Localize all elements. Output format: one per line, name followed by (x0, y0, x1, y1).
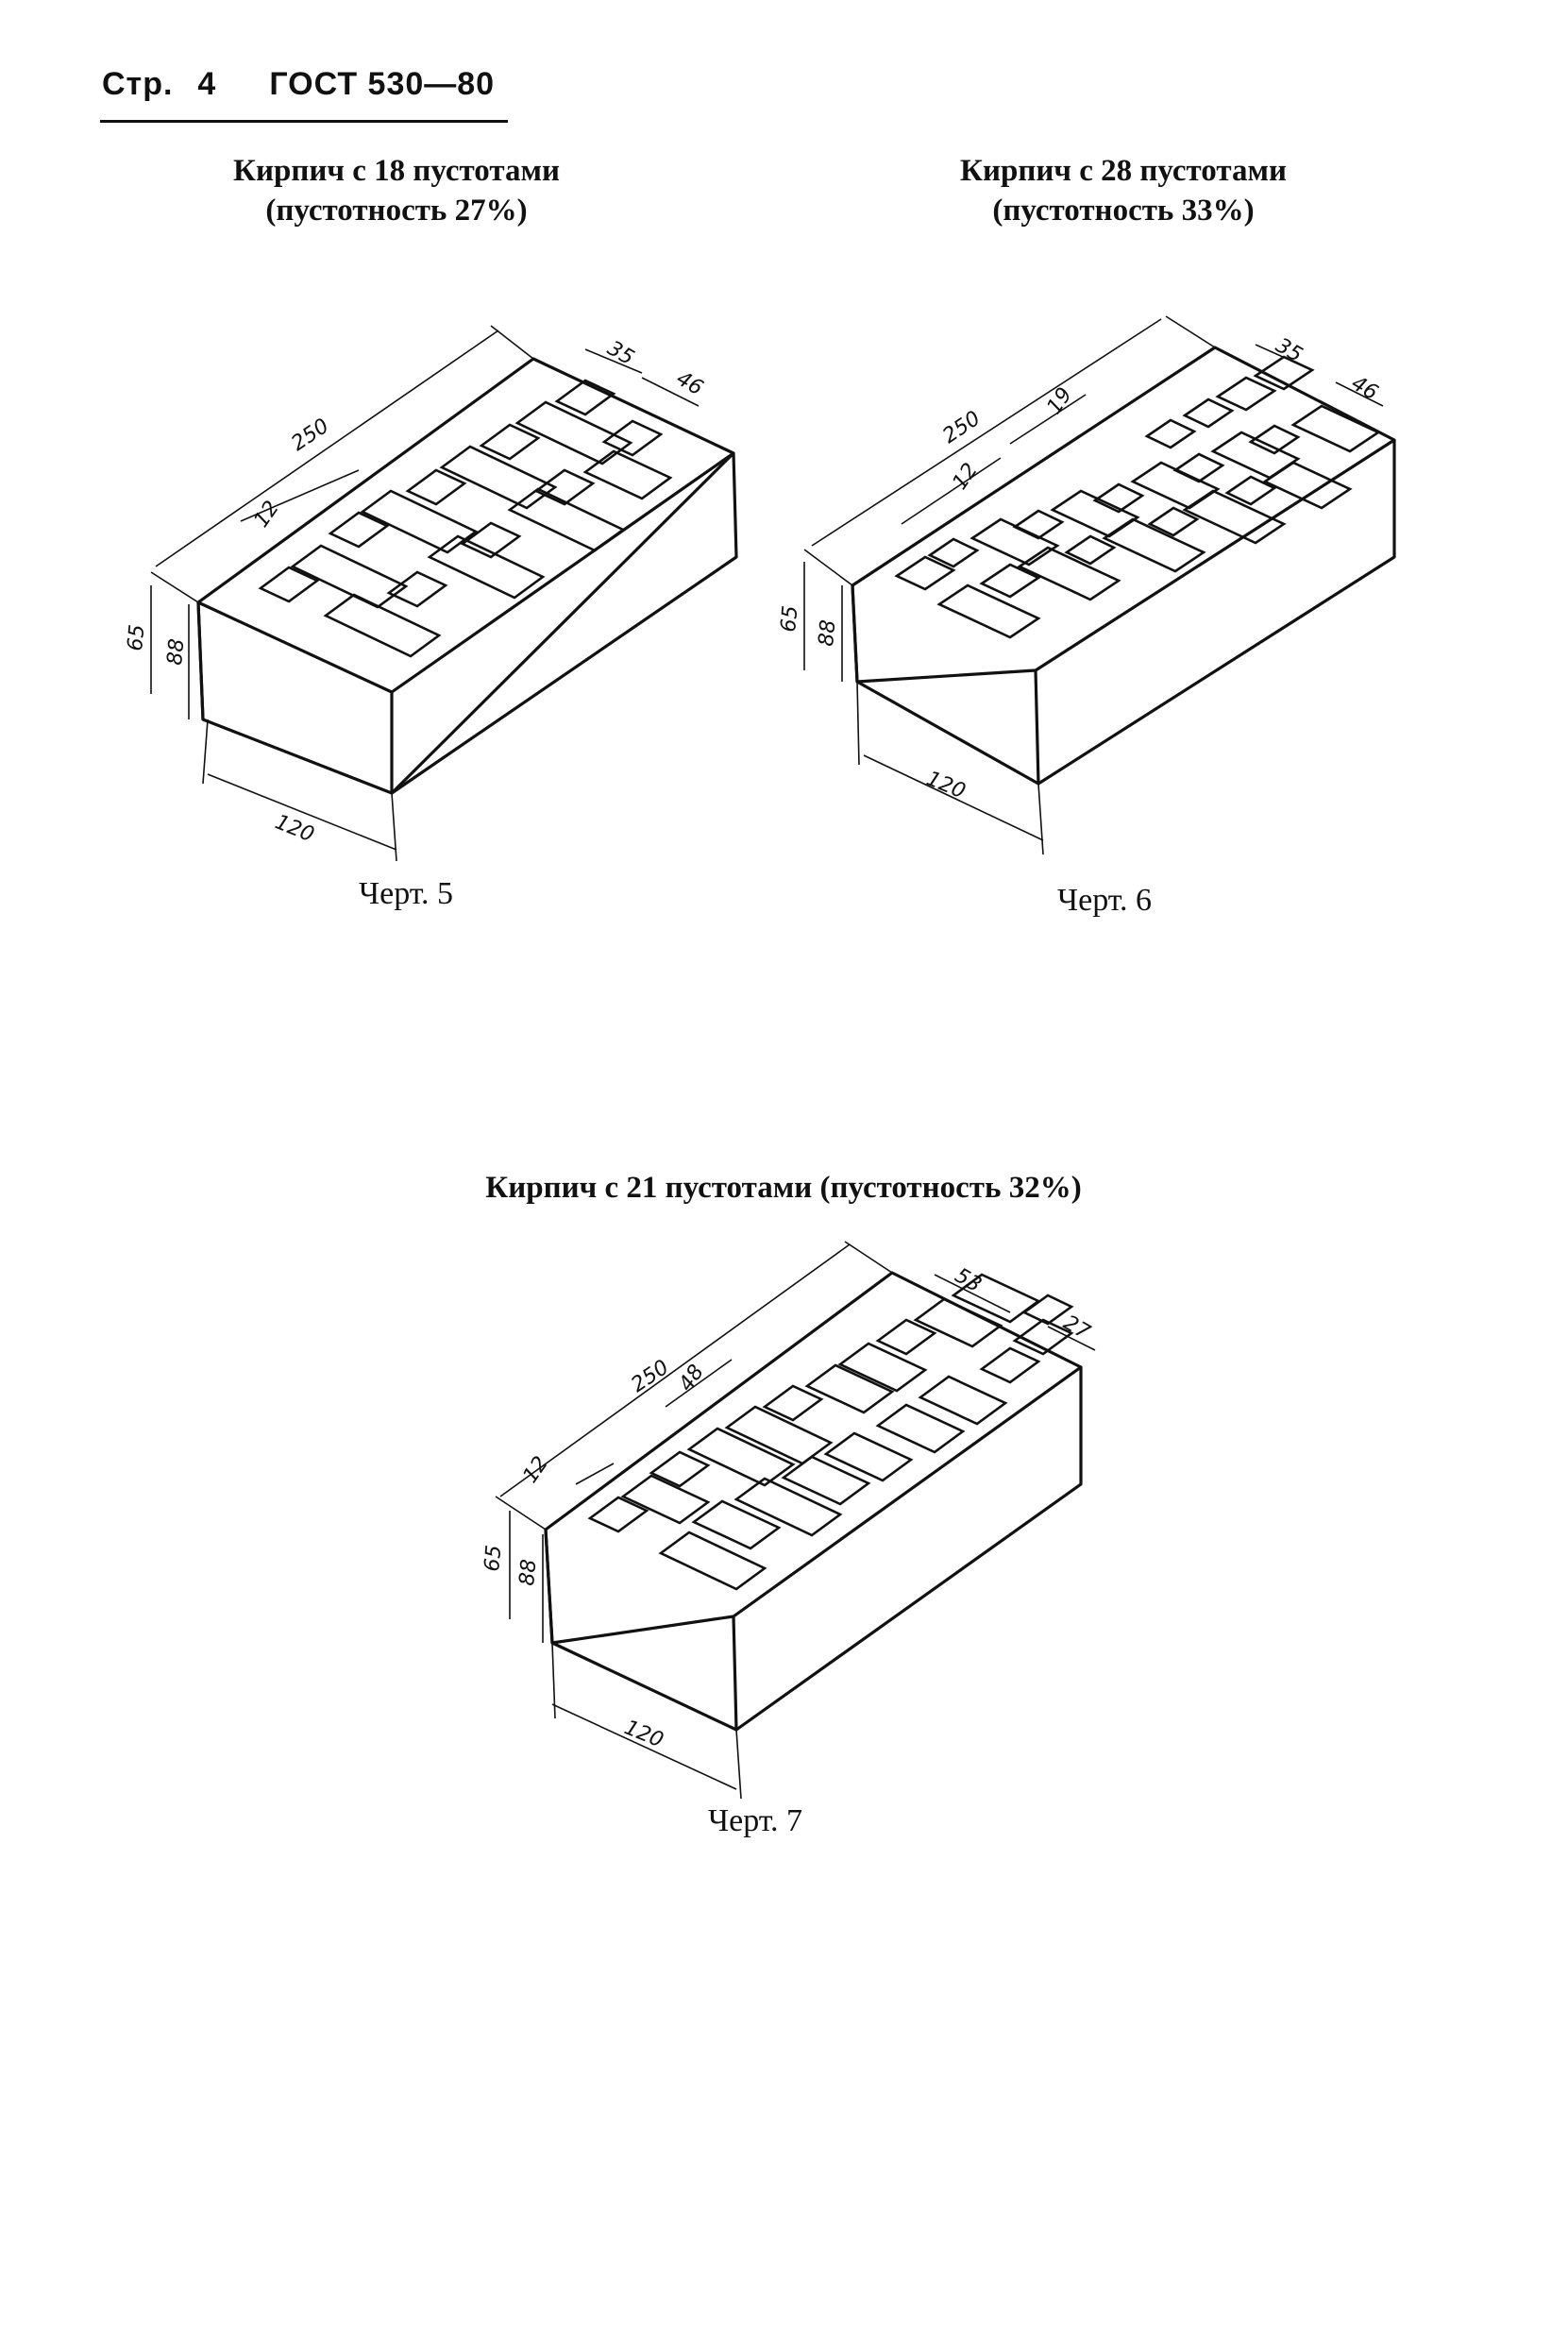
header-rule (100, 120, 508, 123)
figure-6-subtitle: (пустотность 33%) (992, 194, 1255, 228)
page-header: Стр. 4 ГОСТ 530—80 (102, 66, 495, 103)
figure-7-label: Черт. 7 (708, 1803, 803, 1838)
figure-7-dim-height-b: 88 (515, 1558, 541, 1586)
figure-6-drawing: 250 120 65 88 35 46 12 19 (777, 315, 1396, 855)
figure-6-dim-height-a: 65 (777, 604, 802, 633)
figure-7-dimensions: 250 120 65 88 53 27 12 48 (481, 1241, 1096, 1800)
figure-7-dim-d3: 12 (518, 1452, 553, 1487)
figure-5-subtitle: (пустотность 27%) (265, 194, 528, 228)
figure-7-holes (587, 1273, 1074, 1591)
page-label: Стр. (102, 66, 174, 102)
figure-5-drawing: 250 120 65 88 35 46 12 (124, 325, 738, 862)
figure-7-dim-length: 250 (627, 1356, 673, 1397)
figure-5-label: Черт. 5 (359, 876, 454, 911)
figure-6-dim-height-b: 88 (815, 618, 840, 647)
standard-code: ГОСТ 530—80 (269, 66, 496, 102)
figure-6-caption: Кирпич с 28 пустотами (пустотность 33%) (906, 151, 1340, 230)
page-number: 4 (197, 66, 217, 102)
figure-7-brick (544, 1271, 1083, 1732)
figure-5-dim-height-b: 88 (163, 637, 189, 666)
figure-7-title: Кирпич с 21 пустотами (пустотность 32%) (485, 1171, 1082, 1205)
figure-7-dim-d4: 48 (674, 1361, 709, 1395)
figure-5-holes (258, 379, 673, 658)
figure-5-title: Кирпич с 18 пустотами (233, 154, 560, 188)
figure-7-dim-height-a: 65 (481, 1544, 506, 1572)
figure-6-brick (851, 346, 1396, 786)
figure-6-title: Кирпич с 28 пустотами (960, 154, 1287, 188)
figure-6-holes (894, 355, 1381, 639)
figure-6-label: Черт. 6 (1057, 883, 1153, 918)
figure-5-dim-height-a: 65 (124, 623, 149, 651)
figure-5-caption: Кирпич с 18 пустотами (пустотность 27%) (179, 151, 614, 230)
